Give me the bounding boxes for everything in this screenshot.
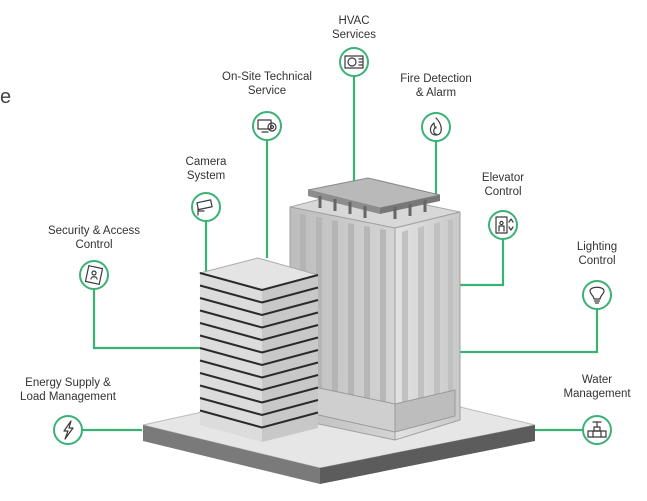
label-fire: Fire Detection & Alarm [400, 73, 472, 99]
short-building [198, 257, 320, 442]
label-security: Security & Access Control [47, 225, 141, 251]
node-lighting[interactable] [582, 280, 612, 310]
label-elevator: Elevator Control [481, 172, 525, 198]
node-camera[interactable] [191, 192, 221, 222]
connector-lines [82, 76, 599, 432]
monitor-gear-icon [257, 119, 277, 133]
valve-icon [587, 421, 607, 438]
node-onsite[interactable] [252, 111, 282, 141]
keycard-icon [84, 265, 104, 285]
node-energy[interactable] [53, 415, 83, 445]
node-elevator[interactable] [488, 210, 518, 240]
connector-elevator [460, 239, 505, 287]
camera-icon [196, 199, 213, 216]
stray-text: e [0, 86, 12, 108]
flame-icon [429, 117, 442, 136]
node-security[interactable] [79, 260, 109, 290]
connector-security [92, 289, 200, 350]
service-nodes [53, 47, 612, 445]
connector-lighting [460, 309, 599, 354]
elevator-icon [495, 216, 514, 234]
node-fire[interactable] [421, 112, 451, 142]
label-onsite: On-Site Technical Service [222, 71, 312, 97]
label-hvac: HVAC Services [331, 15, 377, 41]
node-water[interactable] [582, 415, 612, 445]
lightning-bolt-icon [63, 420, 74, 440]
node-hvac[interactable] [339, 47, 369, 77]
light-bulb-icon [589, 286, 605, 304]
label-camera: Camera System [185, 156, 227, 182]
label-energy: Energy Supply & Load Management [20, 377, 116, 403]
label-lighting: Lighting Control [576, 241, 618, 267]
fan-unit-icon [344, 55, 364, 69]
label-water: Water Management [563, 374, 631, 400]
